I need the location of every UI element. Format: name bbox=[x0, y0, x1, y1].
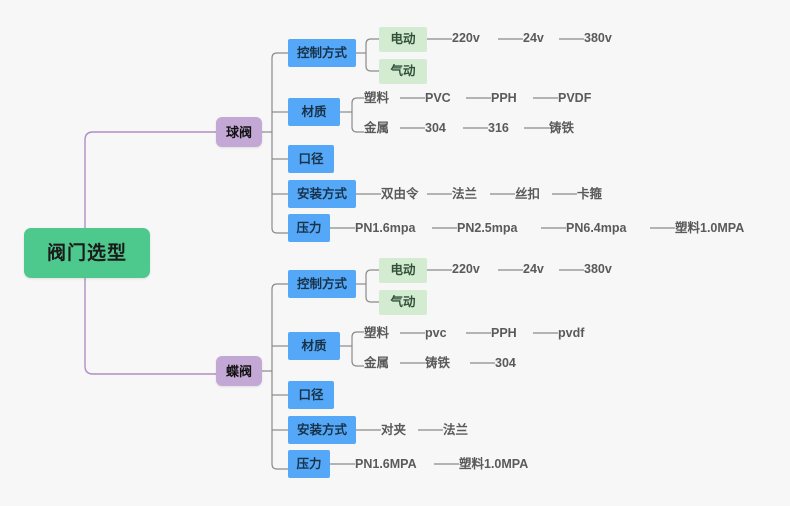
category-node-install-butterfly[interactable]: 安装方式 bbox=[288, 416, 356, 444]
chain-item[interactable]: 塑料1.0MPA bbox=[675, 221, 745, 235]
chain-item[interactable]: PPH bbox=[491, 91, 517, 105]
root-node[interactable]: 阀门选型 bbox=[24, 228, 150, 278]
category-node-material-butterfly[interactable]: 材质 bbox=[288, 332, 340, 360]
chain-item[interactable]: PVC bbox=[425, 91, 451, 105]
category-label: 安装方式 bbox=[297, 186, 348, 201]
leaf-node-electric-ball[interactable]: 电动 bbox=[379, 27, 427, 52]
chain-item[interactable]: 24v bbox=[523, 31, 544, 45]
leaf-node-pneumatic-ball[interactable]: 气动 bbox=[379, 59, 427, 84]
leaf-node-plastic-ball[interactable]: 塑料 bbox=[364, 91, 390, 105]
category-node-material-ball[interactable]: 材质 bbox=[288, 98, 340, 126]
category-label: 压力 bbox=[296, 220, 322, 235]
chain-item[interactable]: PVDF bbox=[558, 91, 592, 105]
chain-item[interactable]: PPH bbox=[491, 326, 517, 340]
category-node-pressure-butterfly[interactable]: 压力 bbox=[288, 450, 330, 478]
category-label: 材质 bbox=[301, 338, 327, 353]
chain-item[interactable]: PN1.6mpa bbox=[355, 221, 416, 235]
category-node-diameter-ball[interactable]: 口径 bbox=[288, 145, 334, 173]
chain-item[interactable]: 220v bbox=[452, 262, 480, 276]
category-node-diameter-butterfly[interactable]: 口径 bbox=[288, 381, 334, 409]
category-label: 口径 bbox=[298, 387, 324, 402]
category-node-control-mode-butterfly[interactable]: 控制方式 bbox=[288, 270, 356, 298]
chain-item[interactable]: 法兰 bbox=[452, 187, 478, 201]
chain-item[interactable]: 卡箍 bbox=[577, 187, 603, 201]
chain-item[interactable]: 380v bbox=[584, 262, 612, 276]
leaf-node-plastic-butterfly[interactable]: 塑料 bbox=[364, 326, 390, 340]
chain-item[interactable]: pvdf bbox=[558, 326, 585, 340]
chain-item[interactable]: pvc bbox=[425, 326, 447, 340]
chain-item[interactable]: 304 bbox=[425, 121, 446, 135]
leaf-node-electric-butterfly[interactable]: 电动 bbox=[379, 258, 427, 283]
category-label: 压力 bbox=[296, 456, 322, 471]
chain-item[interactable]: PN1.6MPA bbox=[355, 457, 417, 471]
chain-item[interactable]: 法兰 bbox=[443, 423, 469, 437]
chain-item[interactable]: 丝扣 bbox=[515, 187, 541, 201]
chain-item[interactable]: 双由令 bbox=[381, 187, 419, 201]
leaf-node-pneumatic-butterfly[interactable]: 气动 bbox=[379, 290, 427, 315]
category-label: 材质 bbox=[301, 104, 327, 119]
branch-node-butterfly-valve[interactable]: 蝶阀 bbox=[216, 356, 262, 386]
category-label: 安装方式 bbox=[297, 422, 348, 437]
chain-item[interactable]: 铸铁 bbox=[425, 356, 451, 370]
branch-node-ball-valve[interactable]: 球阀 bbox=[216, 117, 262, 147]
chain-item[interactable]: 对夹 bbox=[381, 423, 407, 437]
leaf-label: 电动 bbox=[390, 263, 416, 278]
root-label: 阀门选型 bbox=[46, 242, 127, 264]
chain-item[interactable]: PN2.5mpa bbox=[457, 221, 518, 235]
chain-item[interactable]: 220v bbox=[452, 31, 480, 45]
chain-item[interactable]: 380v bbox=[584, 31, 612, 45]
category-node-control-mode-ball[interactable]: 控制方式 bbox=[288, 39, 356, 67]
chain-item[interactable]: 316 bbox=[488, 121, 509, 135]
category-label: 口径 bbox=[298, 151, 324, 166]
leaf-label: 气动 bbox=[390, 295, 416, 310]
category-label: 控制方式 bbox=[297, 45, 348, 60]
chain-item[interactable]: 铸铁 bbox=[549, 121, 575, 135]
branch-label: 蝶阀 bbox=[226, 363, 253, 379]
leaf-node-metal-ball[interactable]: 金属 bbox=[364, 121, 390, 135]
leaf-label: 电动 bbox=[390, 32, 416, 47]
chain-item[interactable]: 24v bbox=[523, 262, 544, 276]
category-label: 控制方式 bbox=[297, 276, 348, 291]
category-node-install-ball[interactable]: 安装方式 bbox=[288, 180, 356, 208]
chain-item[interactable]: PN6.4mpa bbox=[566, 221, 627, 235]
chain-item[interactable]: 塑料1.0MPA bbox=[459, 457, 529, 471]
chain-item[interactable]: 304 bbox=[495, 356, 516, 370]
leaf-node-metal-butterfly[interactable]: 金属 bbox=[364, 356, 390, 370]
category-node-pressure-ball[interactable]: 压力 bbox=[288, 214, 330, 242]
branch-label: 球阀 bbox=[226, 124, 253, 140]
leaf-label: 气动 bbox=[390, 64, 416, 79]
